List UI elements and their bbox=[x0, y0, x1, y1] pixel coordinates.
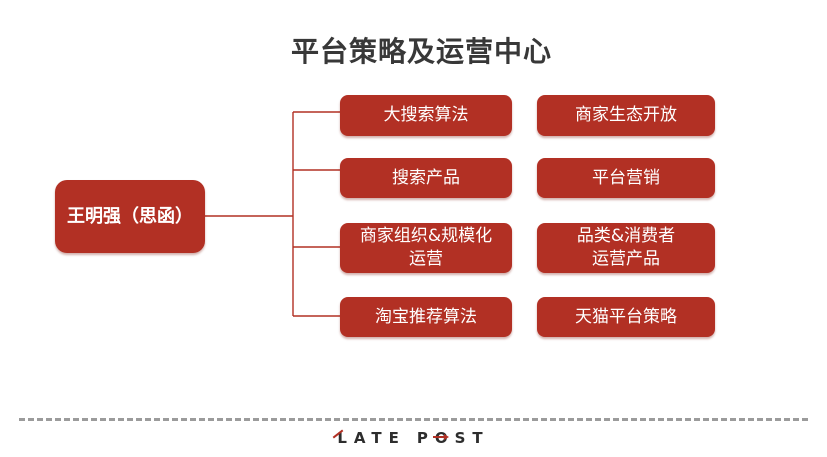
org-node-platform-marketing: 平台营销 bbox=[537, 158, 715, 198]
logo-letter-o: O bbox=[432, 429, 455, 447]
logo-letter-p: P bbox=[416, 429, 435, 447]
org-node-root: 王明强（思函） bbox=[55, 180, 205, 253]
dashed-divider bbox=[19, 418, 808, 421]
org-node-search-product: 搜索产品 bbox=[340, 158, 512, 198]
org-node-merchant-ecosystem: 商家生态开放 bbox=[537, 95, 715, 136]
org-node-taobao-recommendation: 淘宝推荐算法 bbox=[340, 297, 512, 337]
logo-letter-l: L bbox=[333, 429, 354, 447]
org-node-search-algorithm: 大搜索算法 bbox=[340, 95, 512, 136]
org-node-merchant-org-scale-ops: 商家组织&规模化 运营 bbox=[340, 223, 512, 273]
arrow-head-icon bbox=[443, 434, 449, 440]
logo-letters-st: ST bbox=[454, 429, 490, 447]
page-title: 平台策略及运营中心 bbox=[290, 35, 552, 68]
logo-letters-ate: ATE bbox=[353, 429, 406, 447]
arrow-line-icon bbox=[432, 436, 447, 438]
org-node-category-consumer-ops: 品类&消费者 运营产品 bbox=[537, 223, 715, 273]
org-node-tmall-platform-strategy: 天猫平台策略 bbox=[537, 297, 715, 337]
